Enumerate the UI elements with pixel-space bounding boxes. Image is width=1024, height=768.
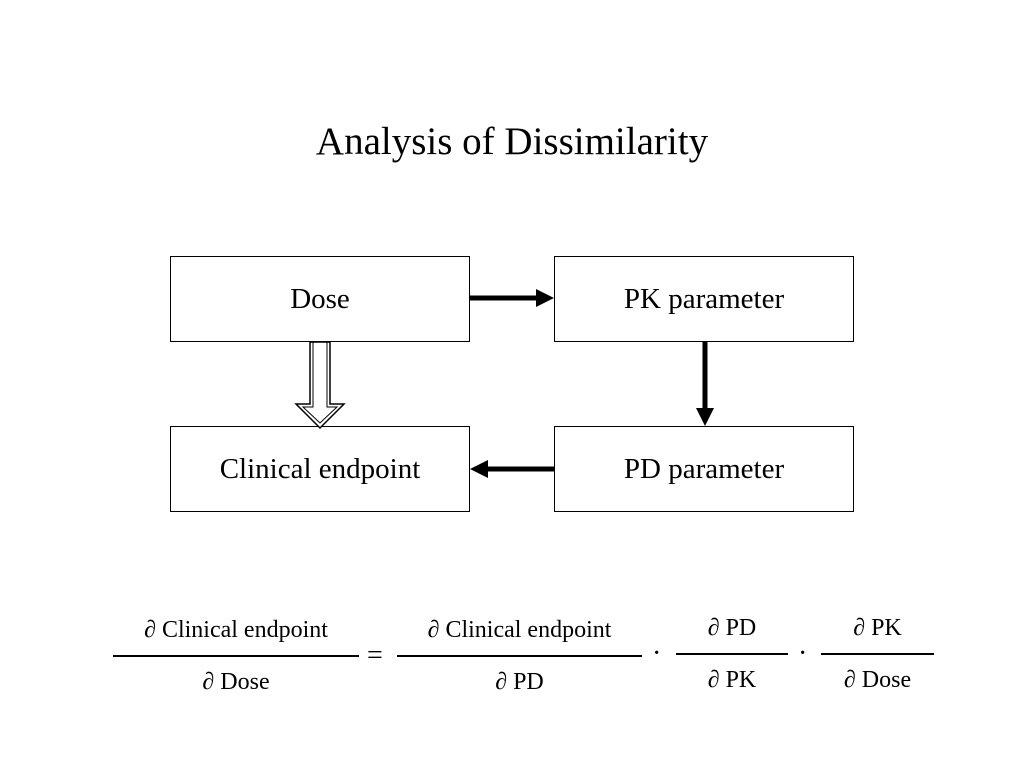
multiply-dot-1: · <box>652 638 662 669</box>
pk-parameter-box: PK parameter <box>554 256 854 342</box>
page-title: Analysis of Dissimilarity <box>315 120 709 163</box>
rhs-1-numerator: ∂ Clinical endpoint <box>427 617 612 643</box>
lhs-denominator: ∂ Dose <box>202 669 270 695</box>
rhs-1-denominator: ∂ PD <box>495 669 544 695</box>
rhs-2-numerator: ∂ PD <box>707 615 757 641</box>
arrow-dose-to-clinical <box>294 341 346 430</box>
rhs-3-denominator: ∂ Dose <box>843 667 912 693</box>
pd-parameter-box: PD parameter <box>554 426 854 512</box>
rhs-2-fraction-bar <box>676 653 788 655</box>
rhs-fraction-1: ∂ Clinical endpoint ∂ PD <box>397 614 642 704</box>
dose-label: Dose <box>290 282 350 315</box>
multiply-dot-2: · <box>798 638 808 669</box>
rhs-fraction-2: ∂ PD ∂ PK <box>676 612 788 702</box>
lhs-numerator: ∂ Clinical endpoint <box>144 617 328 643</box>
pk-parameter-label: PK parameter <box>623 282 785 315</box>
rhs-fraction-3: ∂ PK ∂ Dose <box>821 612 934 702</box>
lhs-fraction: ∂ Clinical endpoint ∂ Dose <box>113 614 359 704</box>
clinical-endpoint-label: Clinical endpoint <box>219 452 421 485</box>
rhs-3-numerator: ∂ PK <box>853 615 902 641</box>
rhs-3-fraction-bar <box>821 653 934 655</box>
arrow-dose-to-pk <box>470 289 554 307</box>
clinical-endpoint-box: Clinical endpoint <box>170 426 470 512</box>
arrow-pd-to-clinical <box>470 460 554 478</box>
dose-box: Dose <box>170 256 470 342</box>
rhs-1-fraction-bar <box>397 655 642 657</box>
rhs-2-denominator: ∂ PK <box>707 667 757 693</box>
arrow-pk-to-pd <box>696 342 714 426</box>
lhs-fraction-bar <box>113 655 359 657</box>
equals-sign: = <box>367 640 383 671</box>
pd-parameter-label: PD parameter <box>623 452 785 485</box>
